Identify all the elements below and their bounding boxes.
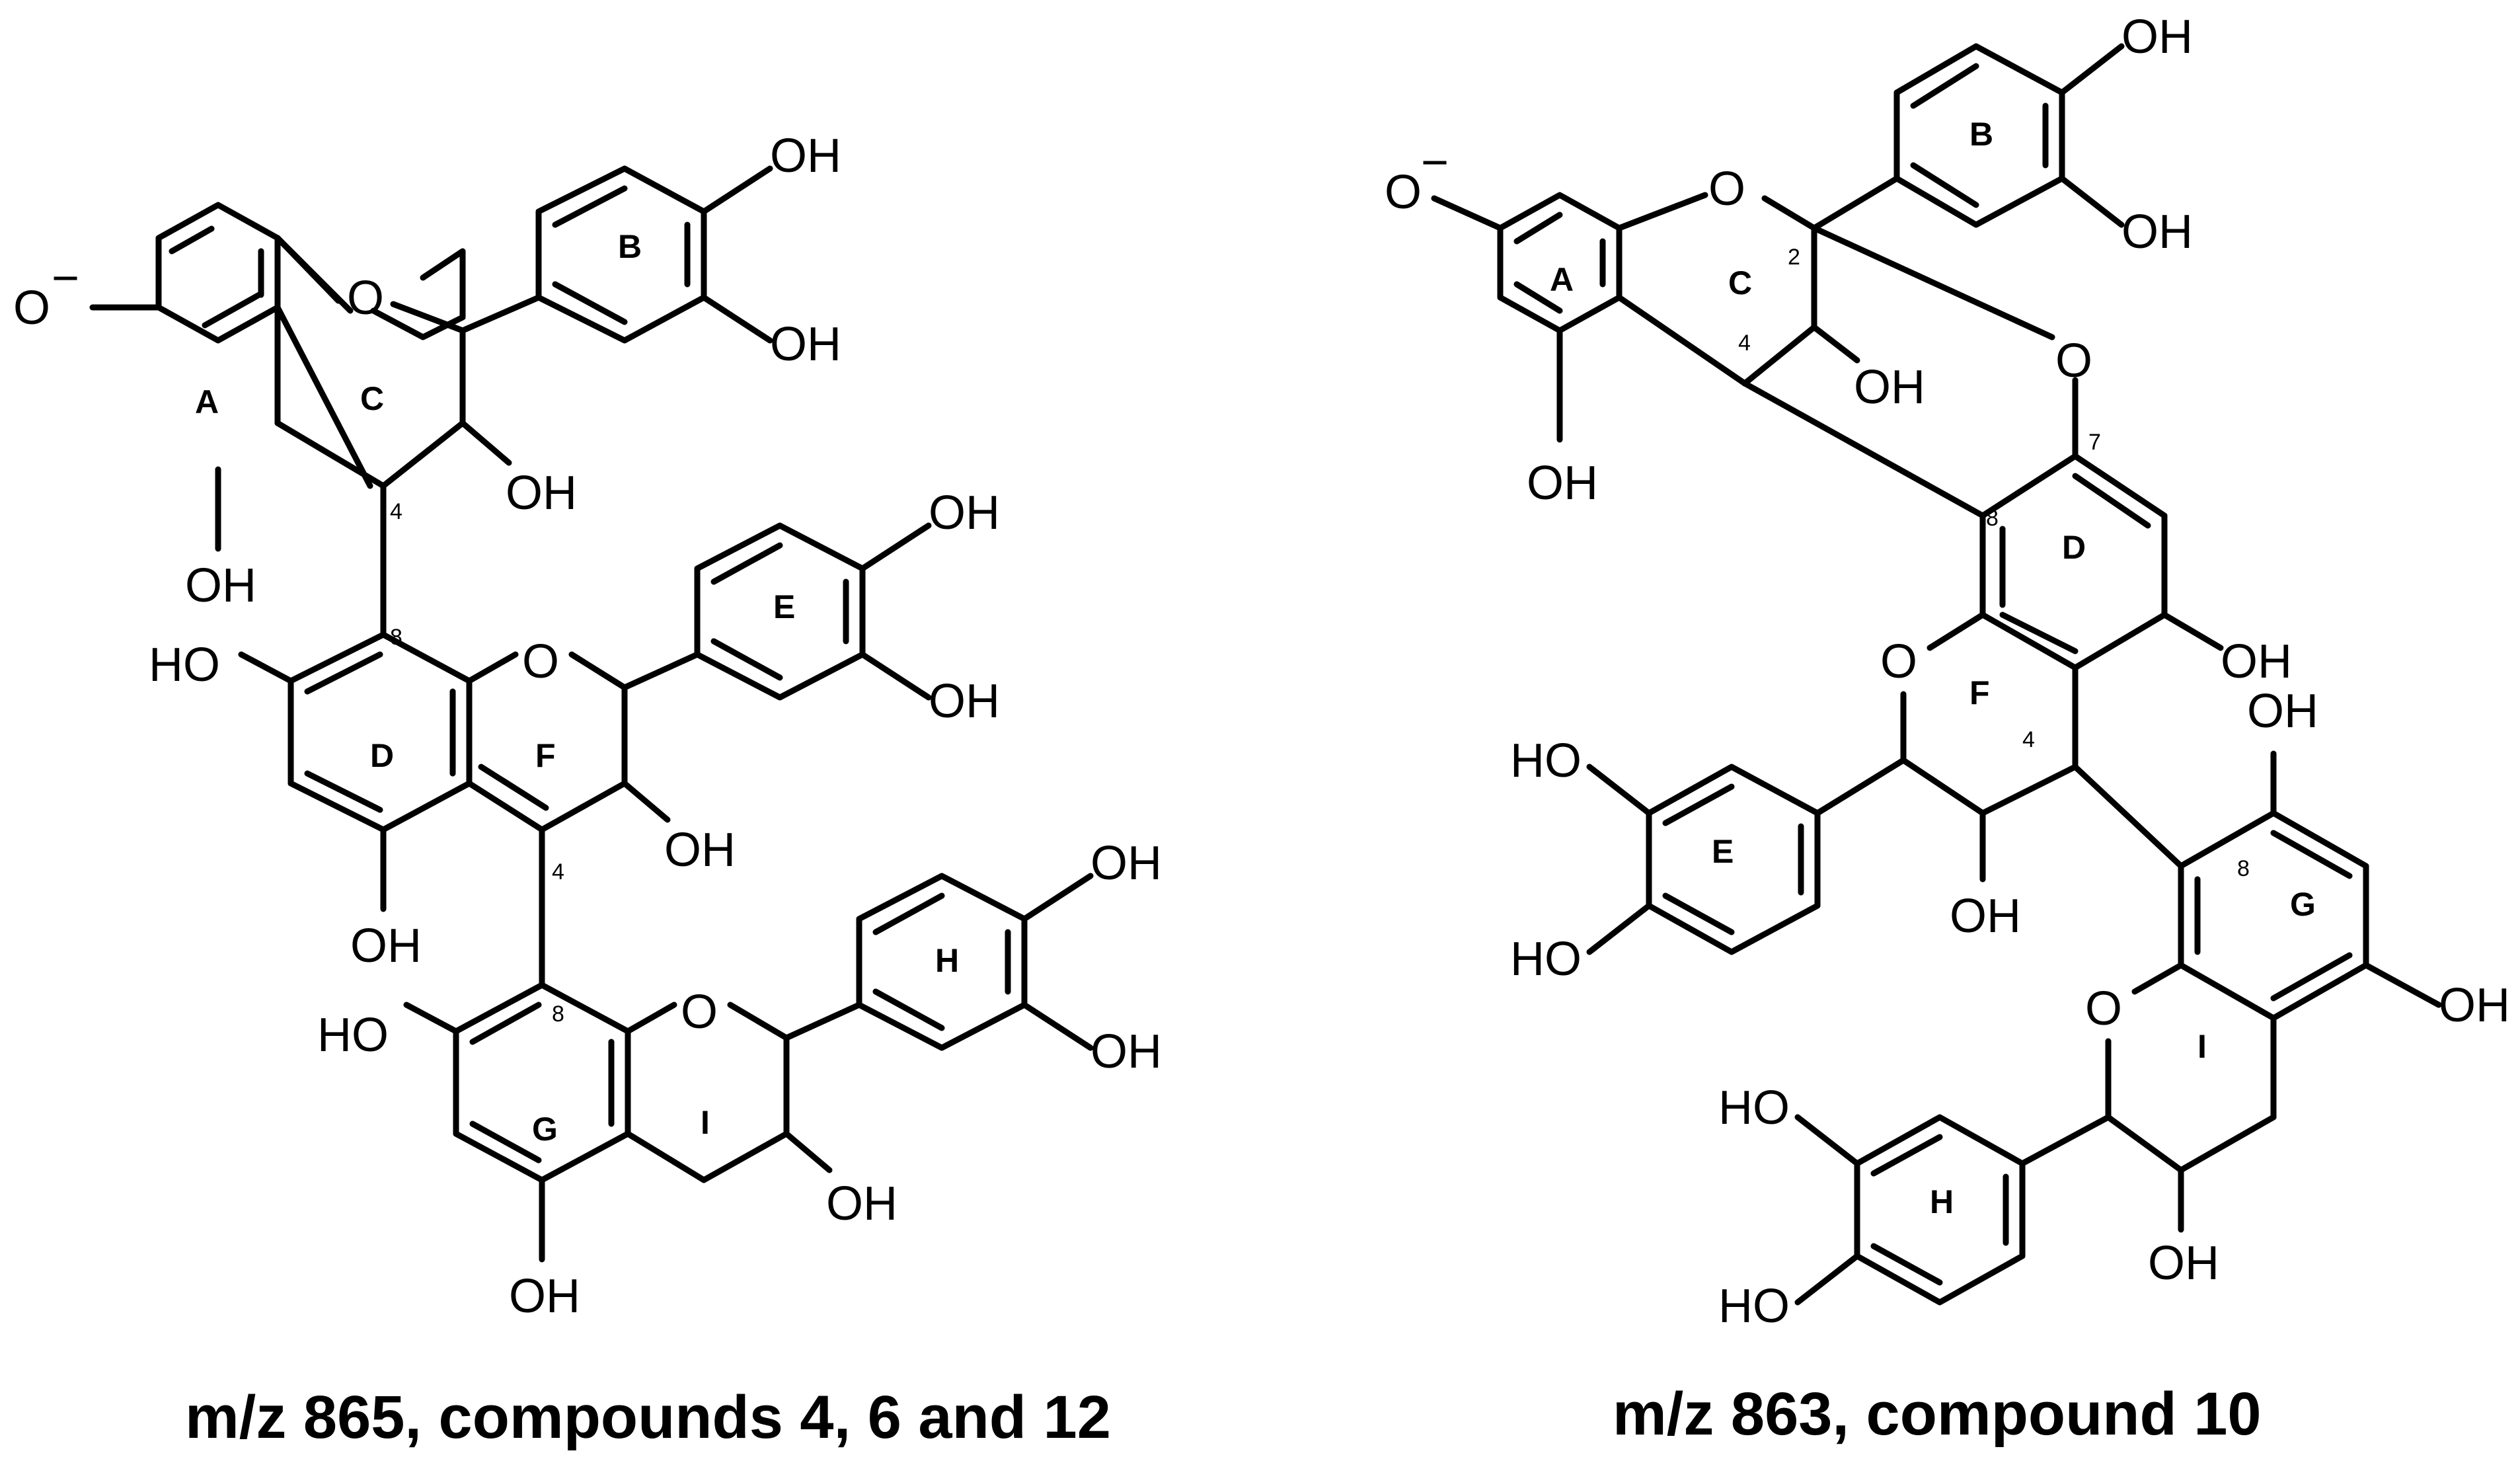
- ring-f-oxygen: O: [522, 635, 559, 688]
- ring-h-hydroxyl-4: OH: [1090, 837, 1162, 890]
- ring-c-hydroxyl: OH: [506, 467, 577, 520]
- ring-c-oxygen: O: [1708, 163, 1745, 216]
- ring-f-hydroxyl: OH: [664, 824, 736, 877]
- ring-label-f: F: [1969, 674, 1990, 711]
- ring-d-hydroxyl-7: HO: [149, 639, 220, 691]
- caption-trimer: m/z 865, compounds 4, 6 and 12: [185, 1384, 1111, 1451]
- ring-g-hydroxyl-5: OH: [509, 1270, 580, 1323]
- ring-label-i: I: [2197, 1028, 2207, 1065]
- ring-i-hydroxyl: OH: [2148, 1237, 2219, 1290]
- ring-e-hydroxyl-3: HO: [1510, 933, 1582, 986]
- ring-label-f: F: [535, 737, 556, 774]
- oxide-atom: O: [1385, 166, 1422, 219]
- ring-a-hydroxyl: OH: [185, 559, 256, 612]
- ring-c-oxygen: O: [347, 272, 384, 325]
- ring-b-hydroxyl-4: OH: [2121, 11, 2193, 63]
- ring-label-e: E: [1712, 833, 1734, 870]
- position-d7: 7: [2088, 430, 2101, 455]
- ring-f-hydroxyl: OH: [1950, 890, 2021, 943]
- ring-e-hydroxyl-4: HO: [1510, 734, 1582, 787]
- ring-g-hydroxyl-7: HO: [317, 1009, 389, 1062]
- ring-label-b: B: [1969, 116, 1993, 153]
- ring-label-e: E: [773, 588, 795, 625]
- position-c4: 4: [390, 499, 402, 524]
- ring-d-hydroxyl-5: OH: [350, 920, 422, 972]
- ring-label-c: C: [360, 380, 384, 417]
- ring-i-oxygen: O: [681, 986, 718, 1039]
- negative-charge: −: [52, 252, 79, 305]
- ring-e-hydroxyl-3: OH: [929, 675, 1000, 728]
- position-c2: 2: [1788, 245, 1800, 270]
- ring-a-hydroxyl: OH: [1527, 457, 1598, 510]
- position-f4: 4: [552, 859, 564, 885]
- ring-c-hydroxyl: OH: [1854, 361, 1925, 414]
- position-g8: 8: [552, 1002, 564, 1027]
- ring-f-oxygen: O: [1880, 635, 1917, 688]
- ring-b-hydroxyl-3: OH: [770, 318, 841, 371]
- ring-label-b: B: [618, 228, 642, 265]
- position-d8: 8: [1986, 506, 1999, 531]
- ring-b-hydroxyl-3: OH: [2121, 206, 2193, 258]
- ring-label-g: G: [2290, 886, 2316, 923]
- ring-h-hydroxyl-3: HO: [1718, 1280, 1790, 1333]
- negative-charge: −: [1421, 136, 1449, 189]
- oxide-atom: O: [13, 282, 50, 335]
- ring-label-h: H: [935, 942, 959, 979]
- ring-b-hydroxyl-4: OH: [770, 130, 841, 182]
- caption-a-type: m/z 863, compound 10: [1613, 1380, 2262, 1448]
- ring-g-hydroxyl-7: OH: [2247, 685, 2318, 738]
- bonds-a-type: [1431, 43, 2442, 1306]
- ring-h-hydroxyl-4: HO: [1718, 1082, 1790, 1134]
- ring-label-i: I: [701, 1104, 710, 1141]
- structure-a-type: O − O OH OH OH OH O OH O HO HO OH OH OH …: [1385, 11, 2510, 1448]
- ether-oxygen: O: [2055, 335, 2092, 387]
- ring-d-hydroxyl: OH: [2221, 635, 2292, 688]
- ring-h-hydroxyl-3: OH: [1090, 1025, 1162, 1078]
- ring-g-hydroxyl-5: OH: [2439, 979, 2510, 1032]
- ring-label-g: G: [532, 1111, 558, 1148]
- ring-label-a: A: [1550, 261, 1574, 298]
- ring-label-c: C: [1728, 264, 1752, 301]
- structure-trimer: O − O OH OH OH OH HO O OH OH OH OH HO O …: [13, 130, 1162, 1451]
- ring-e-hydroxyl-4: OH: [929, 487, 1000, 539]
- ring-label-d: D: [370, 737, 394, 774]
- ring-i-oxygen: O: [2085, 982, 2122, 1035]
- position-c4: 4: [1738, 331, 1751, 356]
- ring-label-d: D: [2062, 529, 2086, 566]
- position-d8: 8: [390, 625, 402, 650]
- ring-label-a: A: [195, 383, 219, 420]
- position-g8: 8: [2237, 856, 2250, 881]
- ring-label-h: H: [1930, 1183, 1954, 1220]
- ring-i-hydroxyl: OH: [826, 1177, 897, 1230]
- bonds-trimer: [89, 165, 1094, 1263]
- position-f4: 4: [2022, 727, 2035, 752]
